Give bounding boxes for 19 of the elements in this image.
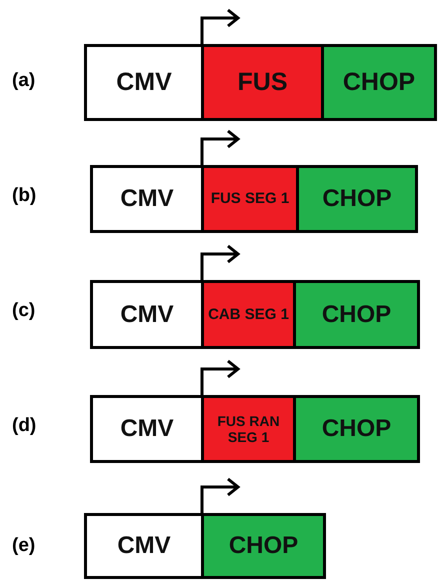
- gene-segment: CAB SEG 1: [201, 280, 296, 349]
- panel-label: (b): [12, 185, 36, 207]
- gene-segment: FUS: [201, 44, 324, 121]
- panel-label: (e): [12, 535, 36, 557]
- panel-label: (c): [12, 300, 36, 322]
- gene-segment: FUS RAN SEG 1: [201, 395, 296, 463]
- gene-segment: CHOP: [321, 44, 437, 121]
- gene-segment: CHOP: [201, 513, 326, 579]
- panel-label: (d): [12, 415, 36, 437]
- gene-segment: CMV: [84, 44, 204, 121]
- gene-segment: CMV: [84, 513, 204, 579]
- gene-segment: CMV: [90, 395, 204, 463]
- gene-segment: CMV: [90, 165, 204, 233]
- gene-segment: CMV: [90, 280, 204, 349]
- panel-label: (a): [12, 70, 36, 92]
- gene-segment: CHOP: [296, 165, 418, 233]
- gene-segment: CHOP: [293, 395, 420, 463]
- gene-segment: CHOP: [293, 280, 420, 349]
- gene-segment: FUS SEG 1: [201, 165, 299, 233]
